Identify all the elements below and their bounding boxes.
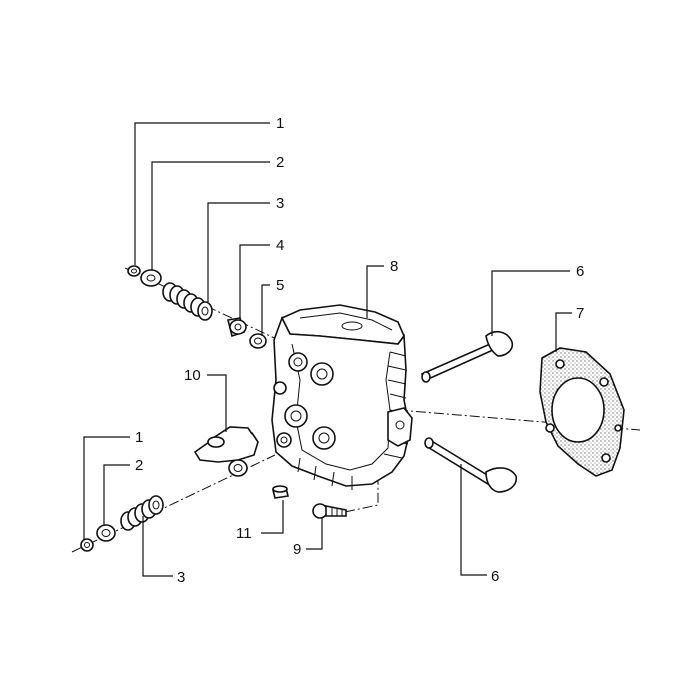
part-3-valve-spring-bottom — [120, 495, 164, 531]
callout-2-bottom: 2 — [135, 457, 143, 474]
callout-6-bottom: 6 — [491, 568, 499, 585]
part-3-valve-spring-top — [162, 282, 213, 321]
leader-lines — [83, 122, 572, 577]
callout-6-top: 6 — [576, 263, 584, 280]
part-2-spring-retainer-top — [140, 269, 162, 287]
lower-valve-train — [80, 495, 164, 552]
callout-5: 5 — [276, 277, 284, 294]
callout-2-top: 2 — [276, 154, 284, 171]
part-2-spring-retainer-bottom — [96, 524, 116, 542]
callout-7: 7 — [576, 305, 584, 322]
part-4-valve-guide — [227, 317, 247, 338]
callout-11: 11 — [236, 525, 252, 542]
part-7-head-gasket — [539, 347, 625, 477]
part-11-dowel-pin — [272, 485, 289, 499]
part-1-valve-cotter-top — [127, 265, 141, 277]
callout-4: 4 — [276, 237, 284, 254]
part-6-valve-lower — [424, 437, 518, 493]
callout-3-bottom: 3 — [177, 569, 185, 586]
upper-valve-train — [127, 265, 267, 349]
callout-10: 10 — [184, 367, 201, 384]
part-6-valve-upper — [420, 330, 514, 383]
part-8-cylinder-head — [271, 304, 413, 490]
callout-1-bottom: 1 — [135, 429, 143, 446]
callout-numbers: 1 2 3 4 5 6 7 8 10 1 2 3 11 9 6 — [135, 115, 584, 586]
part-1-valve-cotter-bottom — [80, 538, 94, 552]
callout-1-top: 1 — [276, 115, 284, 132]
callout-9: 9 — [293, 541, 301, 558]
part-10-rocker-arm — [193, 426, 259, 477]
callout-8: 8 — [390, 258, 398, 275]
part-9-bolt — [312, 503, 347, 519]
part-5-oil-seal — [249, 333, 267, 349]
callout-3-top: 3 — [276, 195, 284, 212]
